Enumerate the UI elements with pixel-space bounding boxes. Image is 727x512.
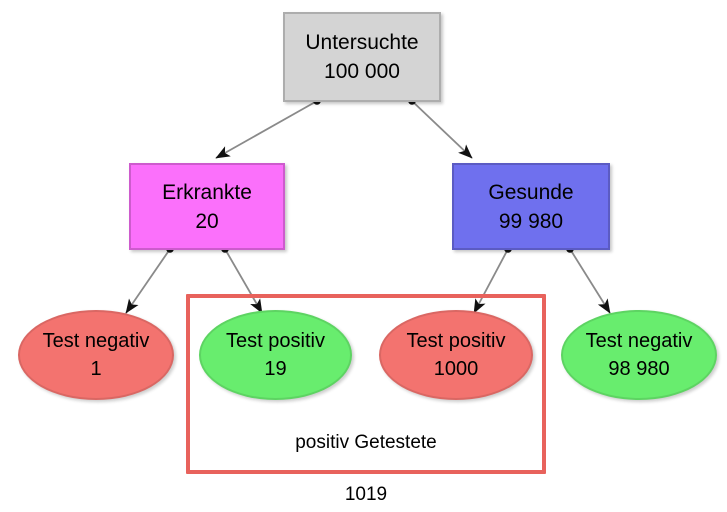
node-test-positiv-gesunde-label: Test positiv [406,330,506,352]
node-test-positiv-erkrankte-label: Test positiv [226,330,325,352]
node-untersuchte-label: Untersuchte [305,31,419,54]
positive-tested-group-box [186,294,546,474]
node-test-negativ-gesunde-label: Test negativ [585,330,693,352]
node-test-positiv-erkrankte[interactable]: Test positiv 19 [199,310,352,400]
node-untersuchte-value: 100 000 [324,60,400,83]
node-test-positiv-erkrankte-value: 19 [264,358,287,380]
node-gesunde[interactable]: Gesunde 99 980 [452,163,610,250]
node-test-negativ-erkrankte-value: 1 [90,358,102,380]
edge-root-to-healthy [408,97,473,159]
positive-tested-caption: positiv Getestete 1019 [206,404,526,512]
node-test-negativ-gesunde-value: 98 980 [608,358,670,380]
node-gesunde-label: Gesunde [488,180,574,204]
positive-tested-caption-value: 1019 [344,484,388,505]
edge-root-to-diseased [215,97,321,159]
node-test-positiv-gesunde-value: 1000 [433,358,479,380]
node-gesunde-value: 99 980 [498,209,564,233]
node-test-negativ-erkrankte[interactable]: Test negativ 1 [18,310,174,400]
edge-diseased-to-negative [125,245,174,314]
node-test-negativ-gesunde[interactable]: Test negativ 98 980 [561,310,717,400]
edge-healthy-to-negative [566,245,611,314]
node-test-positiv-gesunde[interactable]: Test positiv 1000 [379,310,533,400]
node-test-negativ-erkrankte-label: Test negativ [42,330,150,352]
node-erkrankte[interactable]: Erkrankte 20 [129,163,285,250]
node-erkrankte-value: 20 [195,209,219,233]
node-untersuchte[interactable]: Untersuchte 100 000 [283,12,441,102]
positive-tested-caption-label: positiv Getestete [295,432,437,453]
node-erkrankte-label: Erkrankte [162,180,252,204]
